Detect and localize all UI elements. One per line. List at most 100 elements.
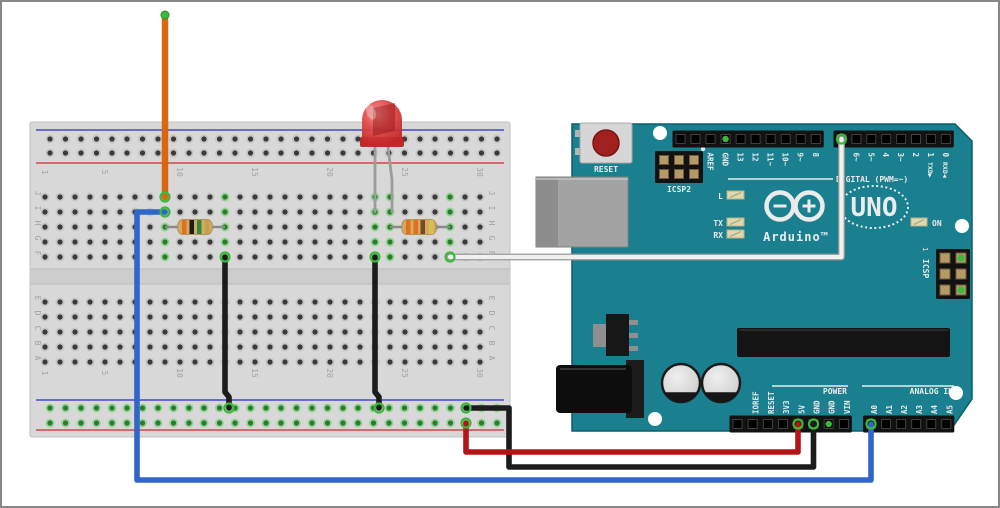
svg-text:H: H <box>33 221 42 226</box>
svg-text:G: G <box>33 236 42 241</box>
reset-button[interactable] <box>575 122 633 164</box>
icsp-header[interactable] <box>936 249 970 299</box>
svg-text:12: 12 <box>751 153 760 162</box>
svg-text:1: 1 <box>921 247 929 251</box>
analog-in-header[interactable] <box>863 415 955 433</box>
svg-text:8: 8 <box>811 153 820 158</box>
mounting-hole <box>955 219 969 233</box>
svg-text:RXD◀: RXD◀ <box>941 162 949 178</box>
center-channel <box>30 269 510 284</box>
svg-text:B: B <box>33 341 42 346</box>
svg-text:A4: A4 <box>930 404 939 414</box>
capacitor-2 <box>700 362 742 404</box>
svg-text:10~: 10~ <box>781 153 790 167</box>
svg-text:30: 30 <box>475 167 484 177</box>
svg-text:2: 2 <box>911 153 920 158</box>
svg-text:10: 10 <box>175 368 184 378</box>
svg-text:5: 5 <box>100 170 109 175</box>
svg-text:TXD▶: TXD▶ <box>926 162 934 178</box>
icsp2-header[interactable] <box>655 151 703 183</box>
led-tx-icon <box>726 217 745 227</box>
svg-text:C: C <box>33 326 42 331</box>
svg-text:VIN: VIN <box>843 400 852 414</box>
digital-header-left[interactable] <box>672 130 824 148</box>
svg-text:25: 25 <box>400 167 409 177</box>
mounting-hole <box>949 386 963 400</box>
svg-text:25: 25 <box>400 368 409 378</box>
svg-text:I: I <box>33 206 42 211</box>
svg-text:H: H <box>487 221 496 226</box>
svg-text:E: E <box>33 296 42 301</box>
mounting-hole <box>653 126 667 140</box>
led-rx-icon <box>726 229 745 239</box>
led-on-icon <box>910 217 928 227</box>
svg-text:6~: 6~ <box>851 153 860 163</box>
svg-text:J: J <box>487 191 496 196</box>
svg-text:9~: 9~ <box>796 153 805 163</box>
power-header[interactable] <box>729 415 852 433</box>
wire-white-pin7[interactable] <box>446 135 845 261</box>
svg-text:20: 20 <box>325 167 334 177</box>
svg-text:D: D <box>33 311 42 316</box>
led-red[interactable] <box>360 100 404 214</box>
svg-text:5~: 5~ <box>866 153 875 163</box>
svg-text:15: 15 <box>250 368 259 378</box>
svg-text:A1: A1 <box>885 404 894 414</box>
connection-points <box>159 10 877 430</box>
svg-text:1: 1 <box>40 170 49 175</box>
usb-connector <box>535 176 629 248</box>
svg-text:F: F <box>487 251 496 256</box>
svg-text:RESET: RESET <box>767 391 776 414</box>
wire-blue-a0[interactable] <box>134 209 874 483</box>
uno-label: UNO <box>851 193 898 223</box>
svg-text:J: J <box>33 191 42 196</box>
svg-text:ICSP: ICSP <box>921 259 930 278</box>
svg-text:5V: 5V <box>797 404 806 414</box>
resistor-2[interactable] <box>390 219 450 235</box>
resistor-1[interactable] <box>165 219 225 235</box>
svg-text:D: D <box>487 311 496 316</box>
svg-text:10: 10 <box>175 167 184 177</box>
icsp2-label: ICSP2 <box>667 185 691 194</box>
svg-text:I: I <box>487 206 496 211</box>
svg-text:A2: A2 <box>900 405 909 414</box>
svg-text:3V3: 3V3 <box>782 400 791 414</box>
svg-text:A0: A0 <box>870 404 879 414</box>
svg-text:F: F <box>33 251 42 256</box>
atmega-ic <box>737 328 950 357</box>
power-caption: POWER <box>823 387 847 396</box>
svg-text:GND: GND <box>721 153 730 167</box>
bottom-power-rail[interactable] <box>36 399 504 431</box>
wire-black-rail-to-gnd[interactable] <box>463 405 817 470</box>
svg-text:13: 13 <box>736 153 745 163</box>
svg-text:0: 0 <box>941 153 950 158</box>
svg-text:A5: A5 <box>945 405 954 414</box>
svg-text:A: A <box>33 356 42 361</box>
digital-header-right[interactable] <box>833 130 954 148</box>
top-power-rail[interactable] <box>36 129 504 164</box>
power-jack <box>556 360 644 418</box>
l-label: L <box>718 192 723 201</box>
svg-text:1: 1 <box>926 153 935 158</box>
svg-text:GND: GND <box>813 400 822 414</box>
svg-text:GND: GND <box>828 400 837 414</box>
svg-text:11~: 11~ <box>766 153 775 167</box>
svg-text:4: 4 <box>881 153 890 158</box>
wire-red-5v[interactable] <box>463 420 801 455</box>
svg-text:B: B <box>487 341 496 346</box>
arduino-logo-icon <box>764 190 825 222</box>
digital-caption: DIGITAL (PWM=~) <box>836 175 908 184</box>
svg-text:5: 5 <box>100 371 109 376</box>
analog-caption: ANALOG IN <box>910 387 954 396</box>
svg-text:3~: 3~ <box>896 153 905 163</box>
svg-text:C: C <box>487 326 496 331</box>
svg-text:20: 20 <box>325 368 334 378</box>
svg-text:30: 30 <box>475 368 484 378</box>
tx-label: TX <box>713 219 723 228</box>
svg-text:A: A <box>487 356 496 361</box>
mounting-hole <box>648 412 662 426</box>
silkscreen: DIGITAL (PWM=~) POWER ANALOG IN <box>700 146 954 396</box>
